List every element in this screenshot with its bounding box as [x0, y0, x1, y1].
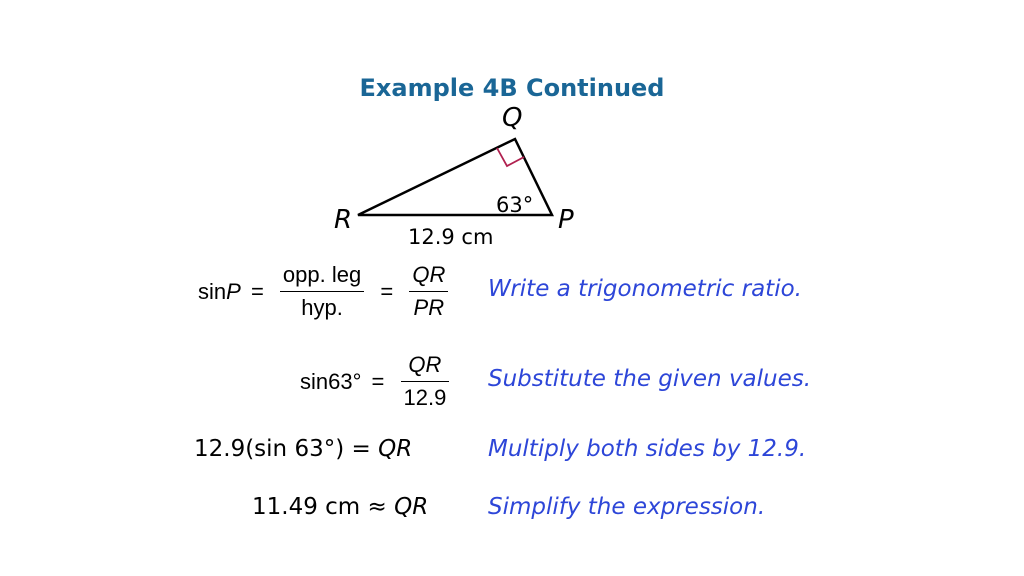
right-triangle-diagram: Q R P 63° 12.9 cm	[334, 103, 574, 249]
step1-equals-1: =	[250, 278, 264, 304]
step2-fraction: QR 12.9	[400, 352, 450, 411]
step1-equals-2: =	[380, 278, 394, 304]
step2-lhs: sin63°	[300, 368, 362, 394]
step1-var-p: P	[226, 278, 241, 304]
step1-frac1-denominator: hyp.	[301, 295, 343, 320]
step1-fraction-1: opp. leg hyp.	[279, 262, 365, 321]
step2-equals: =	[371, 368, 385, 394]
step4-rhs: QR	[394, 494, 429, 520]
step2-equation: sin63° = QR 12.9	[300, 352, 455, 411]
vertex-label-q: Q	[502, 103, 522, 133]
angle-label: 63°	[496, 193, 533, 217]
step3-lhs: 12.9(sin 63°) =	[194, 436, 379, 462]
step1-frac1-numerator: opp. leg	[279, 262, 365, 292]
step2-frac-numerator: QR	[400, 352, 450, 382]
step1-equation: sinP = opp. leg hyp. = QR PR	[198, 262, 454, 321]
step4-note: Simplify the expression.	[488, 494, 766, 520]
step1-frac2-numerator: QR	[409, 262, 449, 292]
step2-note: Substitute the given values.	[488, 366, 812, 392]
step4-equation: 11.49 cm ≈ QR	[252, 494, 428, 520]
triangle	[357, 137, 554, 217]
step2-frac-denominator: 12.9	[403, 385, 447, 410]
step3-rhs: QR	[378, 436, 413, 462]
vertex-label-r: R	[334, 205, 352, 235]
step4-lhs: 11.49 cm ≈	[252, 494, 395, 520]
step1-frac2-denominator: PR	[413, 295, 445, 320]
step1-note: Write a trigonometric ratio.	[488, 276, 802, 302]
step3-equation: 12.9(sin 63°) = QR	[194, 436, 412, 462]
step3-note: Multiply both sides by 12.9.	[488, 436, 807, 462]
slide-title: Example 4B Continued	[359, 74, 665, 102]
right-angle-marker	[496, 147, 525, 168]
vertex-label-p: P	[558, 205, 574, 235]
step1-sin: sin	[198, 278, 227, 304]
step1-fraction-2: QR PR	[409, 262, 449, 321]
side-label: 12.9 cm	[408, 225, 493, 249]
